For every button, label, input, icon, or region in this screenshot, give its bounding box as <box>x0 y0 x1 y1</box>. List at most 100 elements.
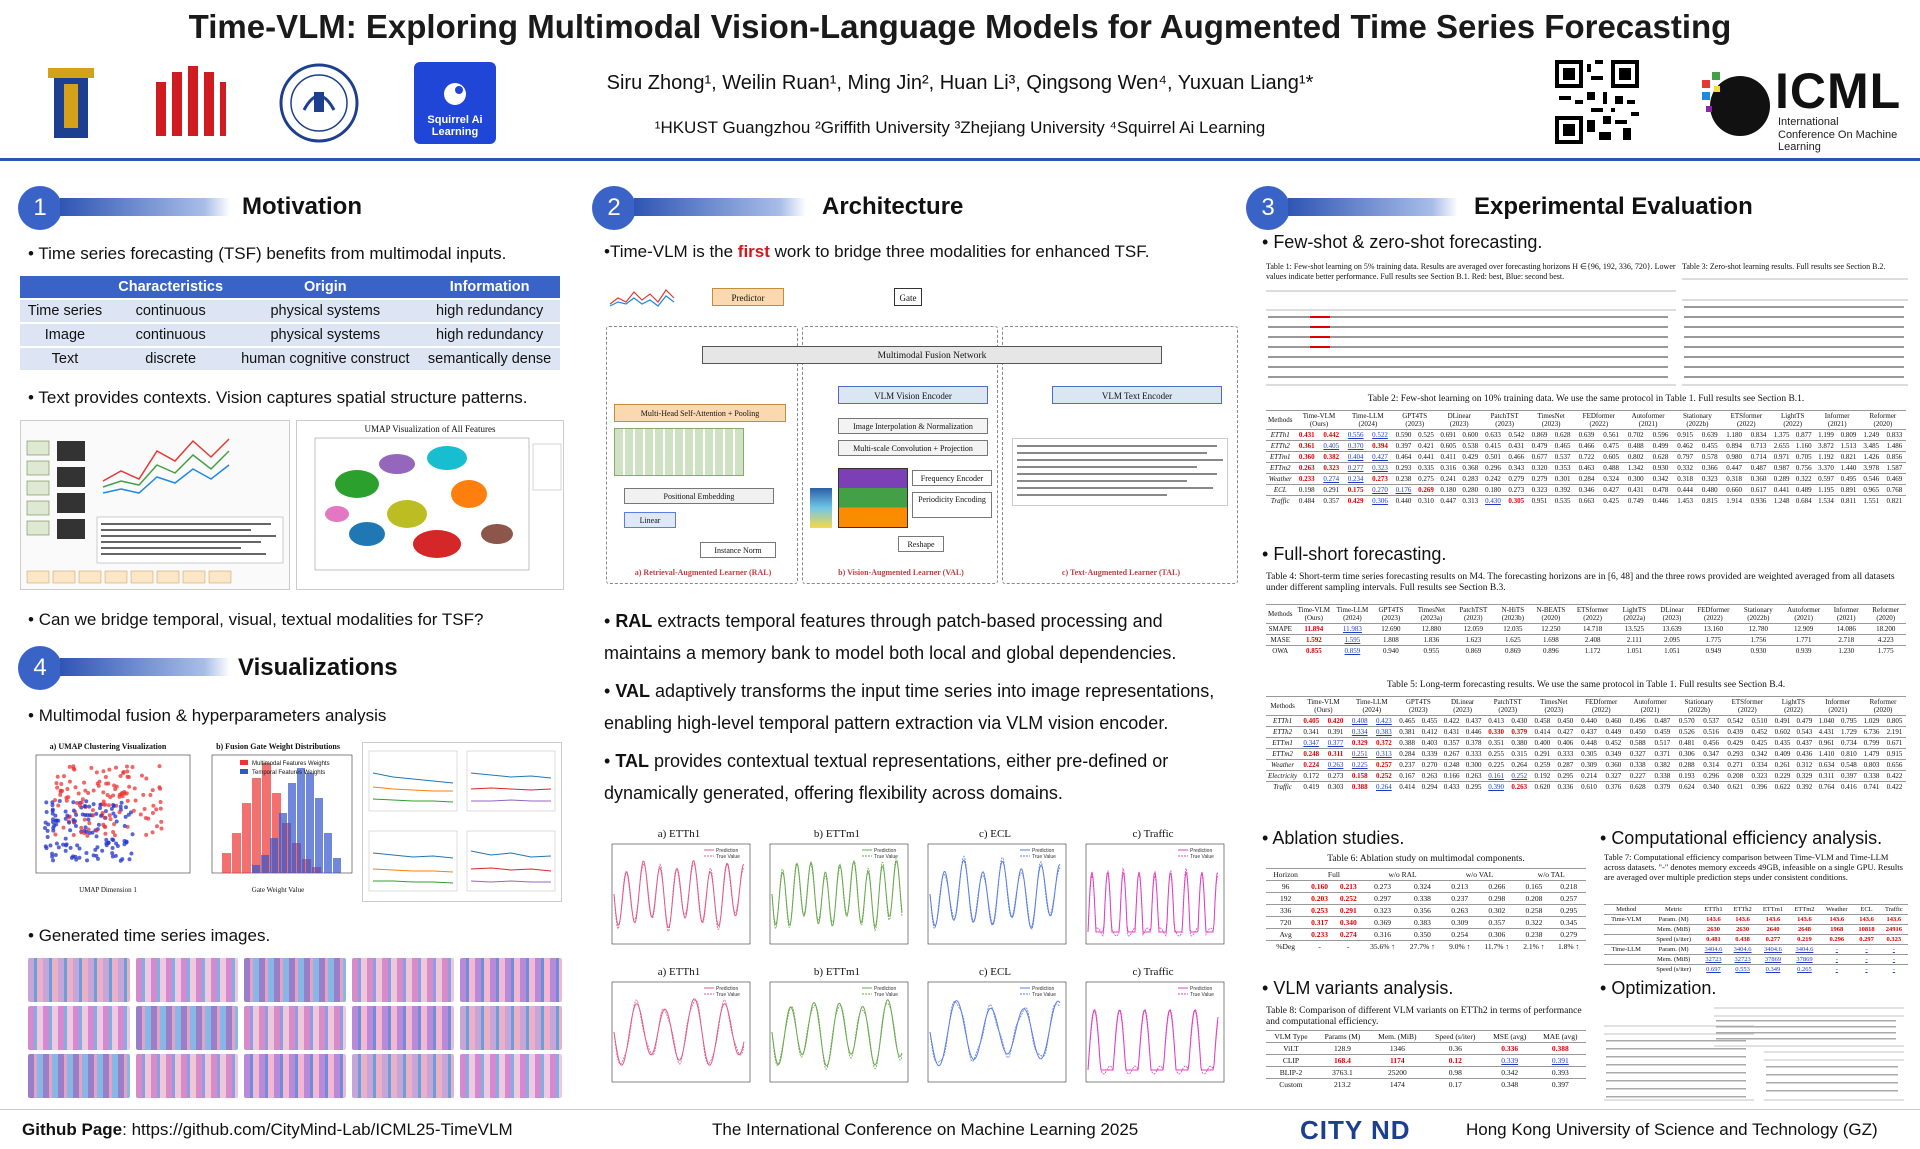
table-cell: 0.161 <box>1484 770 1508 782</box>
table-cell: Avg <box>1266 928 1306 941</box>
histogram-bar <box>232 833 241 873</box>
table-cell: 0.400 <box>1530 737 1554 749</box>
table-cell: 0.409 <box>1771 748 1794 760</box>
instance-norm-block: Instance Norm <box>700 542 776 558</box>
table-cell: 0.214 <box>1576 770 1602 782</box>
table-cell: 0.479 <box>1793 715 1816 727</box>
scatter-point <box>64 795 69 800</box>
scatter-point <box>150 788 155 793</box>
table-cell: 0.224 <box>1299 759 1324 771</box>
scatter-point <box>122 791 127 796</box>
table-header-cell: Weather <box>1820 904 1854 915</box>
table-cell: 0.542 <box>1504 429 1528 441</box>
table-header-cell: Time-VLM (Ours) <box>1294 604 1334 624</box>
scatter-point <box>133 798 138 803</box>
table-cell: 0.323 <box>1318 462 1344 474</box>
legend-true: True Value <box>1190 992 1214 998</box>
legend-temporal: Temporal Features Weights <box>252 770 325 776</box>
table-cell: ETTh1 <box>1266 715 1300 727</box>
table-cell: 0.329 <box>1793 770 1816 782</box>
scatter-point <box>76 791 81 796</box>
forecast-chart-title: b) ETTm1 <box>813 828 861 840</box>
table-cell: 2630 <box>1728 924 1758 935</box>
scatter-point <box>112 833 117 838</box>
scatter-point <box>89 765 94 770</box>
table-cell: Speed (s/iter) <box>1648 964 1699 974</box>
scatter-point <box>131 808 136 813</box>
table-cell: 0.450 <box>1625 726 1651 738</box>
reshape-block: Reshape <box>898 536 944 552</box>
legend-swatch <box>240 760 248 765</box>
scatter-point <box>144 776 149 781</box>
scatter-point <box>113 814 118 819</box>
table-header-cell: Reformer (2020) <box>1859 410 1906 430</box>
table-cell: 0.420 <box>1323 715 1348 727</box>
table-cell: 0.347 <box>1698 748 1724 760</box>
table-header-cell: VLM Type <box>1266 1030 1316 1043</box>
table-cell: 0.366 <box>1697 462 1722 474</box>
table-cell: 0.273 <box>1323 770 1348 782</box>
table-cell: 1.534 <box>1814 495 1838 506</box>
table-cell: 0.264 <box>1371 781 1396 792</box>
table-header-cell: ECL <box>1853 904 1880 915</box>
table-cell: 0.621 <box>1723 781 1748 792</box>
table-cell: 0.447 <box>1437 495 1460 506</box>
table-cell: 0.980 <box>1721 451 1747 463</box>
table-cell: 1.836 <box>1410 634 1453 646</box>
hkust-logo <box>40 62 102 144</box>
table-cell: 0.896 <box>1531 645 1571 656</box>
scatter-point <box>118 774 123 779</box>
github-link[interactable]: Github Page: https://github.com/CityMind… <box>22 1120 513 1140</box>
table-cell: 0.379 <box>1650 781 1675 792</box>
linear-block: Linear <box>624 512 676 528</box>
scatter-point <box>151 803 156 808</box>
table-cell: 0.296 <box>1481 462 1505 474</box>
table-header-cell: DLinear (2023) <box>1653 604 1691 624</box>
scatter-point <box>124 764 129 769</box>
table-cell: 0.273 <box>1367 473 1393 485</box>
table-cell: Custom <box>1266 1078 1316 1090</box>
scatter-point <box>74 857 79 862</box>
table-cell: 0.433 <box>1440 781 1463 792</box>
table-cell: 0.237 <box>1442 892 1478 905</box>
table-cell: 0.357 <box>1477 916 1517 929</box>
table-cell: 0.377 <box>1323 737 1348 749</box>
table-cell: 0.305 <box>1576 748 1602 760</box>
legend-prediction: Prediction <box>874 848 896 854</box>
scatter-point <box>107 813 112 818</box>
generated-image <box>352 958 454 1002</box>
table-cell: 0.628 <box>1551 429 1575 441</box>
motivation-bullet-2-text: Text provides contexts. Vision captures … <box>38 388 528 407</box>
table-cell: 0.622 <box>1771 781 1794 792</box>
ral-text: extracts temporal features through patch… <box>604 611 1177 663</box>
motivation-bullet-1: • Time series forecasting (TSF) benefits… <box>28 244 507 263</box>
architecture-bullet-1: •Time-VLM is the first work to bridge th… <box>604 242 1150 261</box>
table-cell: 0.441 <box>1770 484 1793 496</box>
table-header-cell: Methods <box>1266 604 1295 624</box>
table-cell: 0.317 <box>1305 916 1334 929</box>
table-cell: 0.274 <box>1318 473 1344 485</box>
table-cell: 0.421 <box>1414 440 1438 452</box>
table-cell: 0.722 <box>1574 451 1599 463</box>
ral-caption: a) Retrieval-Augmented Learner (RAL) <box>634 568 772 577</box>
legend-prediction: Prediction <box>1032 848 1054 854</box>
table-cell: 0.517 <box>1650 737 1675 749</box>
table-cell: 3404.6 <box>1757 944 1789 955</box>
scatter-point <box>54 781 59 786</box>
scatter-point <box>79 800 84 805</box>
qr-code[interactable] <box>1555 60 1639 144</box>
table-cell: 0.263 <box>1294 462 1319 474</box>
table-cell: 0.370 <box>1343 440 1368 452</box>
table-cell: 1.592 <box>1294 634 1334 646</box>
table-cell: 0.291 <box>1318 484 1344 496</box>
table-cell: 0.639 <box>1574 429 1599 441</box>
scatter-point <box>130 765 135 770</box>
true-series-line <box>929 855 1061 930</box>
scatter-point <box>148 792 153 797</box>
table-cell: ETTh2 <box>1266 726 1300 738</box>
table-cell: 1.440 <box>1837 462 1860 474</box>
